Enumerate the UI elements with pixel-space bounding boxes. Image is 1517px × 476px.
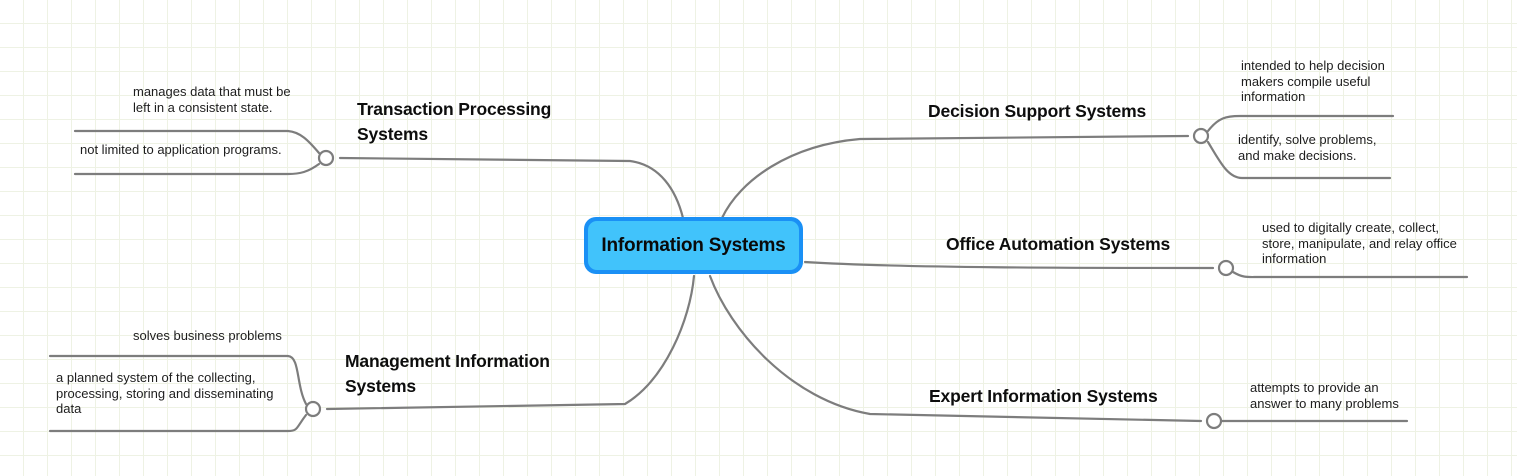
branch-title-decision-support-systems[interactable]: Decision Support Systems — [928, 101, 1147, 121]
wire-center-to-eis — [708, 274, 1203, 423]
wire-mis-junction-down — [48, 413, 308, 433]
leaf-node-dss-2[interactable]: identify, solve problems, and make decis… — [1238, 132, 1377, 163]
branch-title-transaction-processing-systems[interactable]: Transaction Processing Systems — [357, 99, 552, 144]
branch-title-management-information-systems[interactable]: Management Information Systems — [345, 351, 550, 396]
junction-dot-mis — [304, 400, 322, 418]
wire-oas-junction-down — [1231, 270, 1469, 279]
leaf-node-eis-1[interactable]: attempts to provide an answer to many pr… — [1250, 380, 1399, 411]
center-node[interactable]: Information Systems — [584, 217, 803, 274]
leaf-node-tps-1[interactable]: manages data that must be left in a cons… — [133, 84, 291, 115]
wire-center-to-dss — [720, 134, 1190, 220]
junction-dot-tps — [317, 149, 335, 167]
wire-center-to-tps — [338, 156, 685, 220]
leaf-node-tps-2[interactable]: not limited to application programs. — [80, 142, 282, 157]
wire-tps-junction-down — [73, 162, 321, 176]
branch-title-office-automation-systems[interactable]: Office Automation Systems — [946, 234, 1171, 254]
leaf-node-dss-1[interactable]: intended to help decision makers compile… — [1241, 58, 1385, 104]
branch-title-expert-information-systems[interactable]: Expert Information Systems — [929, 386, 1158, 406]
center-node-label: Information Systems — [588, 221, 799, 270]
junction-dot-oas — [1217, 259, 1235, 277]
wire-center-to-mis — [325, 274, 696, 411]
wire-mis-junction-up — [48, 354, 308, 406]
wire-dss-junction-up — [1206, 114, 1395, 133]
wire-dss-junction-down — [1206, 140, 1392, 180]
junction-dot-eis — [1205, 412, 1223, 430]
wire-center-to-oas — [803, 260, 1215, 270]
leaf-node-oas-1[interactable]: used to digitally create, collect, store… — [1262, 220, 1457, 266]
junction-dot-dss — [1192, 127, 1210, 145]
leaf-node-mis-1[interactable]: solves business problems — [133, 328, 282, 343]
leaf-node-mis-2[interactable]: a planned system of the collecting, proc… — [56, 370, 274, 416]
wire-tps-junction-up — [73, 129, 321, 155]
